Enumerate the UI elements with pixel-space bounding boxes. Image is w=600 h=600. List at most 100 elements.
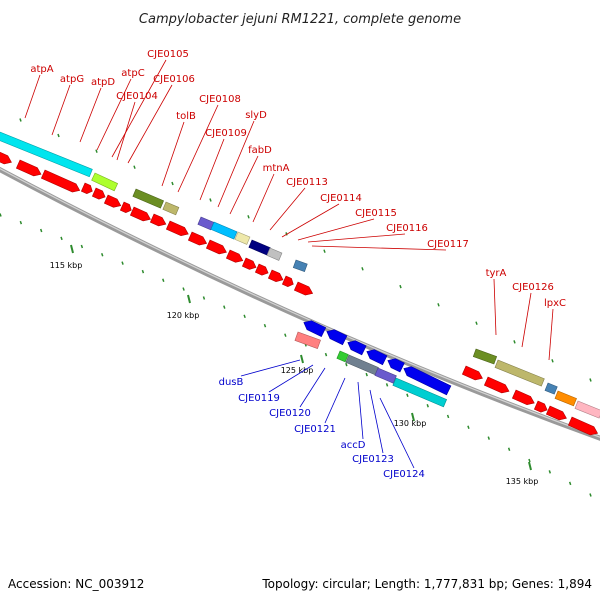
genome-backbone [0, 166, 600, 441]
leader-line [199, 138, 225, 201]
tick-label: 130 kbp [394, 419, 427, 428]
tick-label: 135 kbp [506, 477, 539, 486]
leader-line [24, 74, 41, 119]
forward-gene-arrow [511, 389, 535, 406]
tick-dot [19, 118, 22, 122]
forward-gene-label: CJE0104 [116, 91, 158, 102]
leader-line [161, 121, 185, 187]
leader-line [127, 84, 173, 164]
tick-dot [80, 244, 84, 249]
forward-gene-label: lpxC [544, 298, 566, 309]
tick-dot [323, 249, 326, 253]
forward-gene-label: slyD [245, 110, 267, 121]
tick-mark [411, 412, 415, 422]
tick-dot [162, 278, 165, 282]
forward-gene-arrow [567, 416, 599, 436]
annotation-bar [266, 247, 283, 261]
leader-line [268, 364, 314, 393]
forward-gene-arrow [149, 213, 167, 227]
forward-gene-label: atpG [60, 74, 84, 85]
tick-dot [507, 447, 511, 451]
annotation-bar [210, 221, 238, 240]
leader-line [548, 308, 554, 361]
tick-dot [399, 284, 402, 289]
forward-gene-label: CJE0105 [147, 49, 189, 60]
accession-text: Accession: NC_003912 [8, 577, 145, 591]
leader-line [111, 59, 167, 158]
leader-line [96, 78, 132, 151]
leader-line [229, 155, 259, 215]
tick-dot [426, 404, 429, 408]
leader-line [357, 381, 364, 440]
tick-dot [141, 269, 145, 274]
reverse-gene-label: CJE0119 [238, 393, 280, 404]
annotation-bar [91, 172, 119, 192]
forward-gene-arrow [0, 149, 12, 165]
reverse-gene-arrow [326, 329, 348, 346]
annotation-bars [0, 129, 600, 419]
annotation-bar [472, 348, 498, 365]
forward-gene-arrow [267, 269, 284, 282]
forward-gene-arrow [165, 220, 189, 237]
tick-dot [475, 321, 478, 325]
annotation-bar [544, 382, 558, 395]
annotation-bar [392, 377, 448, 408]
reverse-gene-label: dusB [219, 377, 244, 388]
tick-dot [101, 252, 104, 257]
forward-gene-label: CJE0108 [199, 94, 241, 105]
forward-gene-label: CJE0126 [512, 282, 554, 293]
annotation-bar [292, 259, 308, 273]
tick-dot [171, 181, 174, 186]
forward-gene-arrow [205, 239, 227, 255]
leader-line [79, 87, 102, 143]
forward-gene-arrow [80, 182, 93, 194]
forward-genes [0, 149, 599, 436]
forward-gene-label: tolB [176, 111, 196, 122]
leader-line [307, 233, 406, 243]
annotation-bar [574, 400, 600, 419]
forward-gene-label: CJE0106 [153, 74, 195, 85]
tick-mark [70, 244, 74, 254]
forward-gene-arrow [187, 231, 208, 246]
leader-line [297, 218, 375, 241]
forward-gene-arrow [15, 159, 42, 177]
tick-dot [568, 481, 572, 486]
forward-gene-label: mtnA [263, 163, 290, 174]
tick-dot [60, 236, 63, 241]
forward-gene-arrow [545, 405, 567, 421]
forward-gene-label: CJE0114 [320, 193, 362, 204]
annotation-bar [494, 359, 545, 387]
tick-dot [513, 340, 516, 344]
forward-gene-label: atpD [91, 77, 115, 88]
reverse-gene-label: CJE0124 [383, 469, 425, 480]
leader-line [269, 187, 306, 231]
leader-line [299, 367, 326, 408]
tick-dot [247, 215, 250, 219]
tick-dot [182, 287, 185, 291]
annotation-bar [374, 367, 397, 384]
forward-gene-arrow [241, 257, 257, 270]
tick-dot [133, 165, 136, 169]
tick-dot [209, 198, 212, 202]
tick-dot [365, 372, 368, 377]
annotation-bar [162, 201, 180, 216]
tick-dot [589, 493, 592, 497]
reverse-gene-label: CJE0121 [294, 424, 336, 435]
leader-line [217, 120, 255, 208]
tick-dot [361, 267, 364, 271]
forward-gene-label: CJE0115 [355, 208, 397, 219]
tick-dot [528, 458, 531, 463]
tick-dot [57, 133, 60, 138]
reverse-gene-arrow [366, 349, 388, 366]
forward-gene-label: fabD [248, 145, 272, 156]
tick-label: 120 kbp [167, 311, 200, 320]
leader-line [240, 359, 301, 377]
tick-dot [385, 383, 389, 387]
tick-dot [487, 436, 490, 440]
tick-dot [284, 333, 287, 337]
forward-gene-label: tyrA [486, 268, 507, 279]
forward-gene-arrow [119, 201, 132, 213]
forward-gene-arrow [254, 263, 269, 276]
